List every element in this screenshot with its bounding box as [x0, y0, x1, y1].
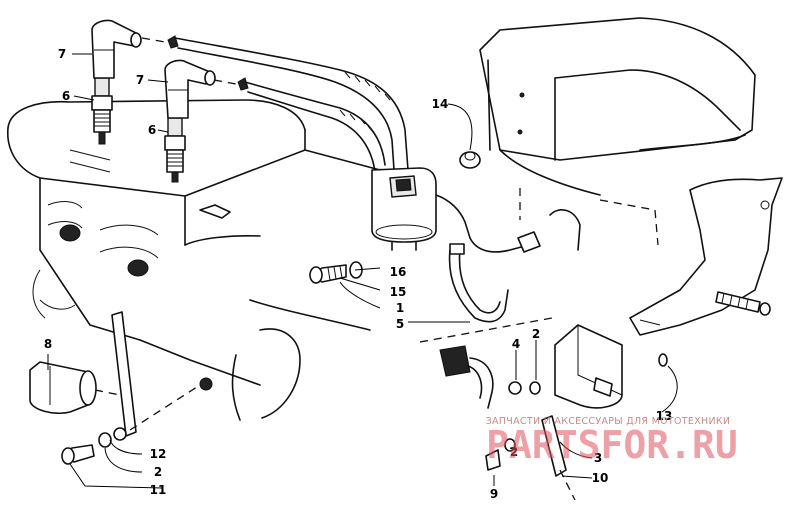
callout-14: 14 — [432, 97, 449, 111]
spark-plug-right — [164, 117, 186, 183]
callout-2-lower-right: 2 — [510, 445, 518, 459]
callout-6-left: 6 — [62, 89, 70, 103]
callout-1: 1 — [396, 301, 404, 315]
plug-cap-right — [164, 59, 216, 119]
watermark-brand: PARTSFOR.RU — [486, 423, 738, 467]
callout-labels: 7 6 7 6 14 16 15 1 5 8 4 2 13 12 2 11 2 … — [44, 47, 673, 501]
callout-7-right: 7 — [136, 73, 144, 87]
spark-plug-left — [91, 77, 113, 145]
callout-13: 13 — [656, 409, 673, 423]
callout-12: 12 — [150, 447, 167, 461]
bracket-bolt — [715, 291, 771, 316]
watermark-tagline: ЗАПЧАСТИ И АКСЕССУАРЫ ДЛЯ МОТОТЕХНИКИ — [486, 416, 731, 427]
air-box — [479, 17, 756, 251]
spacer-14 — [459, 151, 481, 169]
callout-2-lower-left: 2 — [154, 465, 162, 479]
mounting-bracket — [629, 177, 783, 336]
callout-7-left: 7 — [58, 47, 66, 61]
watermark: ЗАПЧАСТИ И АКСЕССУАРЫ ДЛЯ МОТОТЕХНИКИ PA… — [486, 416, 738, 467]
callout-10: 10 — [592, 471, 609, 485]
callout-5: 5 — [396, 317, 404, 331]
callout-3: 3 — [594, 451, 602, 465]
control-module — [554, 324, 623, 409]
coil-strap — [448, 243, 509, 323]
callout-15: 15 — [390, 285, 407, 299]
coil-screw — [309, 261, 363, 284]
callout-16: 16 — [390, 265, 407, 279]
harness-connector — [419, 317, 553, 409]
left-strap — [61, 311, 201, 465]
callout-9: 9 — [490, 487, 498, 501]
callout-8: 8 — [44, 337, 52, 351]
callout-2-upper: 2 — [532, 327, 540, 341]
round-nut-8 — [29, 361, 97, 415]
ignition-coil — [371, 167, 541, 253]
leader-lines — [47, 53, 678, 489]
callout-4: 4 — [512, 337, 520, 351]
hardware-small — [485, 353, 668, 501]
high-tension-leads — [141, 35, 409, 173]
callout-11: 11 — [150, 483, 167, 497]
plug-cap-left — [91, 19, 142, 79]
callout-6-right: 6 — [148, 123, 156, 137]
